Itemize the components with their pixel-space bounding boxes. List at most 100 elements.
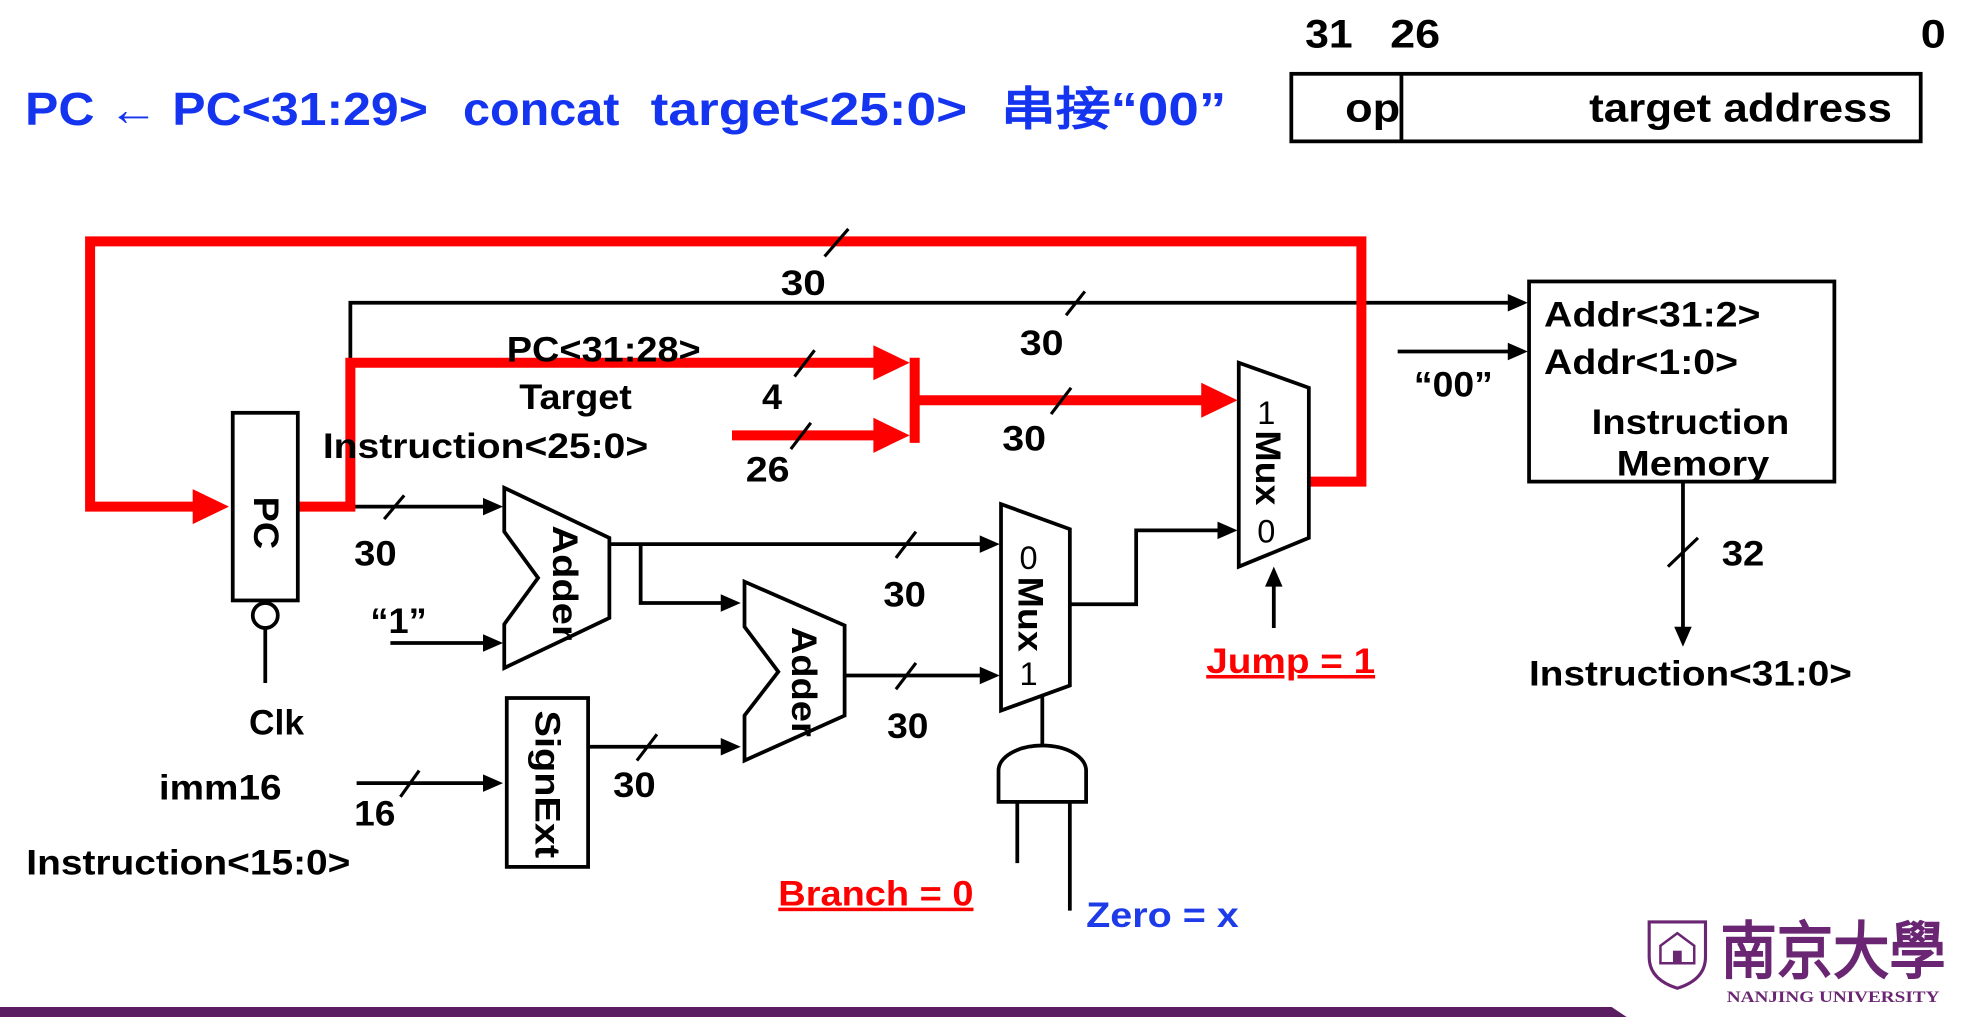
- emblem-door-icon: [1672, 950, 1682, 964]
- arrowhead: [720, 738, 741, 756]
- clock-label: Clk: [249, 703, 305, 742]
- arrowhead: [1507, 342, 1528, 361]
- bus-width-label: 30: [887, 707, 928, 746]
- bus-width-labels: 30 30 4 30 26 30 30 16 30 30 32: [354, 264, 1764, 833]
- arrowhead: [1201, 382, 1238, 418]
- pc-increment-adder-group: Adder: [502, 484, 612, 671]
- arrowhead: [192, 489, 229, 525]
- pc-register: [230, 410, 300, 603]
- low-address-bits-label: “00”: [1414, 366, 1493, 405]
- bus-width-label: 4: [762, 378, 783, 417]
- black-wires: [263, 293, 1692, 911]
- adder-label: Adder: [545, 525, 584, 641]
- bus-width-label: 16: [354, 795, 395, 834]
- bus-width-slash: [1064, 290, 1087, 317]
- mux-input-1-label: 1: [1020, 656, 1038, 692]
- branch-mux-group: 0 Mux 1: [999, 501, 1072, 714]
- adder-label: Adder: [784, 627, 823, 737]
- arrowhead: [720, 594, 741, 612]
- mux-input-1-label: 1: [1257, 395, 1275, 431]
- jump-mux: [1236, 360, 1311, 570]
- arrowhead: [1217, 521, 1238, 540]
- bus-width-slash: [823, 227, 850, 258]
- constant-one-label: “1”: [370, 602, 426, 641]
- immediate-label: imm16: [159, 768, 282, 807]
- field-op: op: [1345, 86, 1400, 130]
- wire-pc-to-instruction-memory: [348, 300, 1511, 363]
- logo-chinese-name: 南京大學: [1721, 914, 1946, 988]
- format-box: [1289, 71, 1923, 144]
- bus-width-slash: [399, 769, 421, 798]
- target-label: Target: [519, 378, 632, 417]
- bus-width-label: 30: [883, 576, 926, 615]
- bus-width-label: 30: [1020, 324, 1064, 363]
- pc-register-label: PC: [246, 497, 285, 550]
- bus-width-slash: [382, 494, 406, 521]
- memory-title-line1: Instruction: [1592, 403, 1790, 442]
- highlighted-jump-path: [85, 236, 1367, 525]
- arrowhead: [482, 497, 504, 516]
- arrowhead: [979, 666, 1000, 685]
- arrowhead: [873, 417, 910, 453]
- bit-label-31: 31: [1305, 13, 1353, 57]
- memory-port-high: Addr<31:2>: [1544, 295, 1760, 334]
- memory-port-low: Addr<1:0>: [1544, 343, 1738, 382]
- bus-width-slash: [1666, 536, 1700, 568]
- bit-label-26: 26: [1390, 13, 1440, 57]
- emblem-building-icon: [1659, 931, 1696, 965]
- bus-width-label: 26: [746, 451, 790, 490]
- pc-register-group: PC: [230, 410, 300, 630]
- bus-width-slash: [635, 733, 659, 762]
- mux-label: Mux: [1010, 577, 1049, 653]
- branch-control-label: Branch = 0: [778, 875, 973, 914]
- control-signals: Branch = 0 Zero = x Jump = 1: [778, 642, 1375, 935]
- formula-append-zeros: 串接“00”: [1001, 83, 1226, 135]
- instruction-memory: [1527, 279, 1837, 484]
- branch-mux: [999, 501, 1072, 714]
- zero-signal-label: Zero = x: [1086, 896, 1239, 935]
- bus-width-slash: [789, 421, 813, 451]
- university-emblem: [1647, 920, 1708, 990]
- bus-width-slash: [1049, 386, 1073, 416]
- footer-bar: [0, 1006, 1627, 1017]
- field-target-address: target address: [1589, 86, 1892, 130]
- arrowhead: [873, 345, 910, 381]
- immediate-source-label: Instruction<15:0>: [26, 843, 350, 882]
- formula-concat: concat: [463, 83, 619, 135]
- pc-upper-bits-label: PC<31:28>: [507, 331, 701, 370]
- sign-extender: [504, 696, 590, 869]
- bus-width-slash: [894, 662, 918, 691]
- arrowhead: [979, 535, 1000, 553]
- jump-instruction-format: 31 26 0 op target address: [1289, 13, 1946, 144]
- arrowhead: [1265, 566, 1283, 587]
- arrowhead: [1507, 293, 1528, 312]
- and-gate: [996, 743, 1088, 804]
- branch-target-adder: [742, 578, 847, 764]
- jump-mux-group: 1 Mux 0: [1236, 360, 1311, 570]
- bus-width-label: 30: [781, 264, 826, 303]
- wire-jump-target-to-pc: [85, 236, 1367, 512]
- bit-label-0: 0: [1921, 13, 1946, 57]
- arrowhead: [1674, 626, 1692, 647]
- arrowhead: [482, 634, 504, 652]
- jump-rtl-formula: PC ← PC<31:29> concat target<25:0> 串接“00…: [25, 83, 1226, 135]
- bus-width-label: 30: [613, 766, 656, 805]
- nanjing-university-logo: 南京大學 NANJING UNIVERSITY: [1647, 914, 1946, 1006]
- bus-width-label: 30: [354, 534, 397, 573]
- sign-extender-label: SignExt: [527, 711, 566, 859]
- wire-pc-upper-bits-to-concat: [297, 357, 876, 512]
- formula-target: target<25:0>: [651, 83, 968, 135]
- bus-width-label: 32: [1722, 534, 1765, 573]
- mux-input-0-label: 0: [1257, 514, 1275, 550]
- signal-labels: PC<31:28> Target Instruction<25:0> “1” C…: [26, 331, 1852, 883]
- wire-pc-plus-one-to-branch-adder: [638, 544, 724, 605]
- instruction-memory-group: Addr<31:2> Addr<1:0> Instruction Memory: [1527, 279, 1837, 484]
- memory-title-line2: Memory: [1617, 444, 1770, 483]
- bus-width-slash: [894, 530, 918, 559]
- target-source-label: Instruction<25:0>: [323, 427, 648, 466]
- mux-label: Mux: [1248, 430, 1287, 506]
- branch-target-adder-group: Adder: [742, 578, 847, 764]
- instruction-out-label: Instruction<31:0>: [1529, 655, 1852, 694]
- bus-width-label: 30: [1002, 419, 1046, 458]
